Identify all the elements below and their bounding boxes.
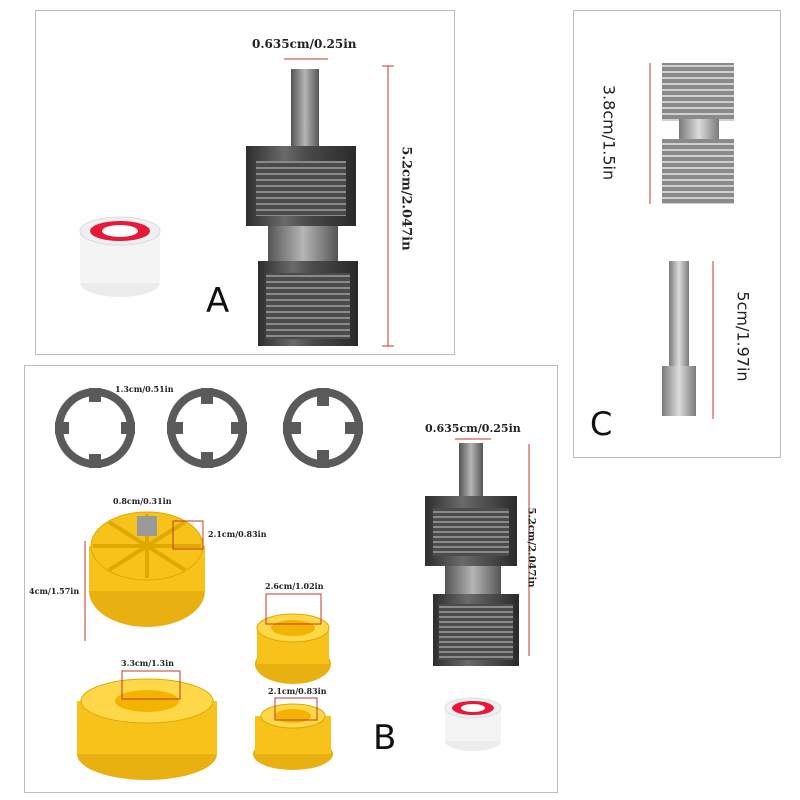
die-body-length-label: 3.8cm/1.5in [599,84,619,181]
hex-width-label-b: 0.635cm/0.25in [425,422,521,435]
tool-length-label-b: 5.2cm/2.047in [525,507,537,588]
panel-label-b: B [373,718,397,758]
handle-height-label: 4cm/1.57in [29,586,80,596]
panel-c: 3.8cm/1.5in 5cm/1.97in C [573,10,781,458]
teflon-tape [79,216,161,297]
handle-hole-label: 0.8cm/0.31in [113,496,172,506]
panel-label-a: A [206,281,230,321]
guide-large-label: 3.3cm/1.3in [121,658,174,668]
guide-small-label: 2.1cm/0.83in [268,686,327,696]
teflon-tape-b [444,697,502,751]
tap-tool-b [425,443,519,666]
tool-length-label: 5.2cm/2.047in [398,146,414,251]
panel-label-c: C [590,405,613,443]
guide-medium-label: 2.6cm/1.02in [265,581,324,591]
die-rings [55,388,363,468]
panel-b: 1.3cm/0.51in 0.8cm/0.31in 2.1cm/0.83in 4… [24,365,558,793]
die-width-label: 1.3cm/0.51in [115,384,174,394]
panel-a: 0.635cm/0.25in 5.2cm/2.047in A [35,10,455,355]
tap-parts-image-c [649,63,734,419]
guide-bushings [77,613,333,780]
shaft-length-label: 5cm/1.97in [733,291,753,382]
yellow-handle [89,511,205,627]
kit-image-b [55,388,530,780]
tap-tool-image-a [79,58,394,347]
hex-width-label: 0.635cm/0.25in [252,37,357,51]
handle-top-label: 2.1cm/0.83in [208,529,267,539]
